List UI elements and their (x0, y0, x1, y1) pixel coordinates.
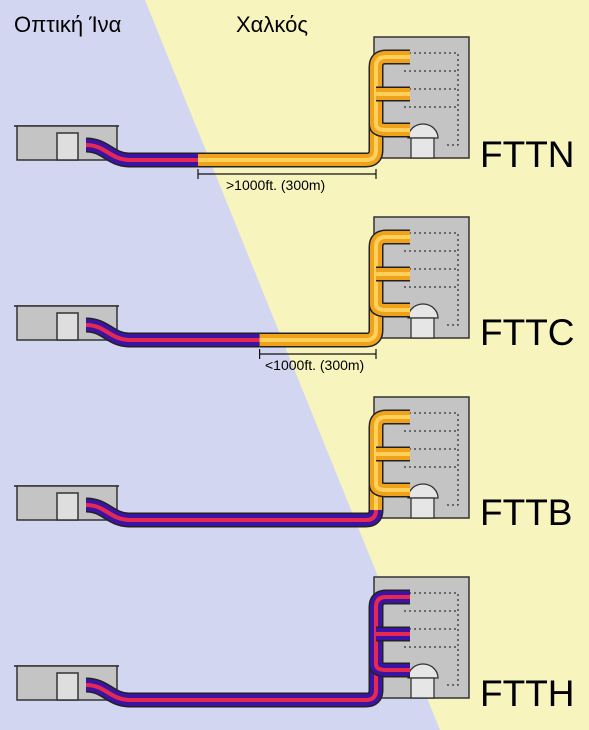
row-ftth (14, 576, 470, 708)
distance-label-fttc: <1000ft. (300m) (265, 357, 365, 373)
fiber-branch-low-ftth (368, 661, 410, 678)
copper-cable-fttn (198, 49, 410, 168)
copper-cable-fttc (259, 229, 410, 348)
copper-branch-low-fttc (368, 301, 410, 318)
fiber-cable-fttc (85, 317, 260, 348)
fiber-cable-fttb (85, 497, 384, 528)
copper-region-label: Χαλκός (236, 12, 308, 37)
copper-cable-fttb (368, 409, 410, 510)
copper-branch-low-fttb (368, 481, 410, 498)
distance-label-fttn: >1000ft. (300m) (226, 177, 326, 193)
type-label-fttb: FTTB (480, 492, 573, 533)
type-label-fttn: FTTN (480, 134, 575, 175)
row-fttc (14, 216, 470, 359)
fiber-cable-fttn (85, 137, 198, 168)
type-label-fttc: FTTC (480, 312, 575, 353)
fiber-region (0, 0, 440, 730)
row-fttb (14, 396, 470, 528)
central-office-ftth (14, 665, 119, 701)
row-fttn (14, 36, 470, 179)
copper-branch-low-fttn (368, 121, 410, 138)
type-label-ftth: FTTH (480, 673, 575, 714)
fiber-region-label: Οπτική Ίνα (14, 12, 122, 37)
distance-bracket-fttn (197, 169, 377, 179)
fiber-cable-ftth (85, 589, 410, 708)
distance-bracket-fttc (259, 349, 377, 359)
